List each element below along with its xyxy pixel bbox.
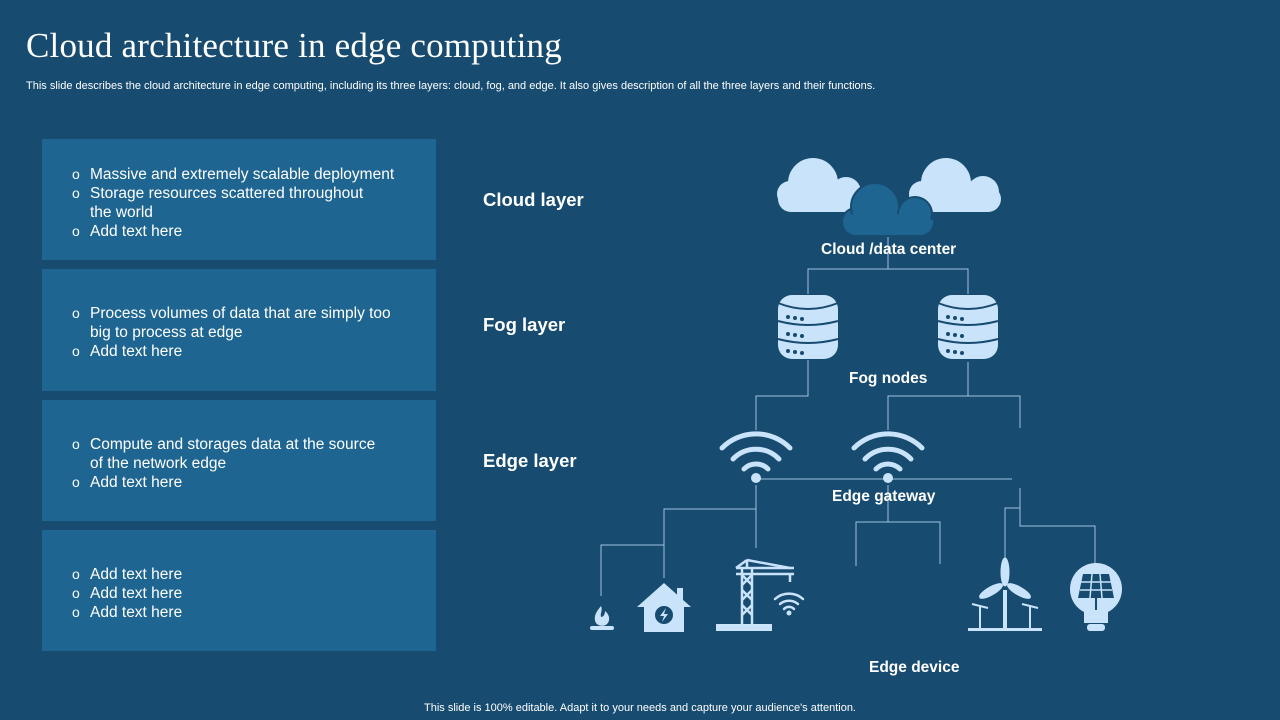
extra-card: Add text here Add text here Add text her… [42,530,436,651]
smart-home-icon [637,583,691,632]
server-icon [777,295,839,359]
crane-icon [716,558,794,631]
cloud-layer-label: Cloud layer [483,189,584,210]
wifi-icon [719,431,793,483]
bullet-item: Add text here [72,222,412,241]
connector-lines [600,236,1096,596]
cloud-icon [909,158,1001,212]
bullet-item: Add text here [72,473,412,492]
server-icon [937,295,999,359]
cloud-icon [841,182,935,237]
bullet-item: Compute and storages data at the source … [72,435,390,473]
bullet-item: Massive and extremely scalable deploymen… [72,165,412,184]
edge-layer-label: Edge layer [483,450,577,471]
footer-note: This slide is 100% editable. Adapt it to… [424,702,856,714]
wind-turbine-icon [968,557,1042,631]
edge-layer-card: Compute and storages data at the source … [42,400,436,521]
bullet-item: Add text here [72,342,412,361]
bullet-item: Add text here [72,603,412,622]
bullet-item: Storage resources scattered throughout t… [72,184,380,222]
fog-node-label: Fog nodes [849,370,928,387]
wifi-small-icon [773,592,805,616]
bullet-item: Add text here [72,565,412,584]
bullet-item: Add text here [72,584,412,603]
cloud-layer-bullets: Massive and extremely scalable deploymen… [72,165,412,241]
fog-layer-bullets: Process volumes of data that are simply … [72,304,412,361]
fire-icon [590,606,614,630]
solar-bulb-icon [1070,563,1122,631]
cloud-icon [777,158,866,212]
bullet-item: Process volumes of data that are simply … [72,304,412,342]
device-node-label: Edge device [869,659,960,676]
extra-bullets: Add text here Add text here Add text her… [72,565,412,622]
cloud-node-label: Cloud /data center [821,241,957,258]
fog-layer-card: Process volumes of data that are simply … [42,269,436,391]
fog-layer-label: Fog layer [483,314,566,335]
page-title: Cloud architecture in edge computing [26,26,562,65]
page-subtitle: This slide describes the cloud architect… [26,80,876,92]
edge-layer-bullets: Compute and storages data at the source … [72,435,412,492]
cloud-layer-card: Massive and extremely scalable deploymen… [42,139,436,260]
gateway-node-label: Edge gateway [832,488,936,505]
wifi-icon [851,431,925,483]
